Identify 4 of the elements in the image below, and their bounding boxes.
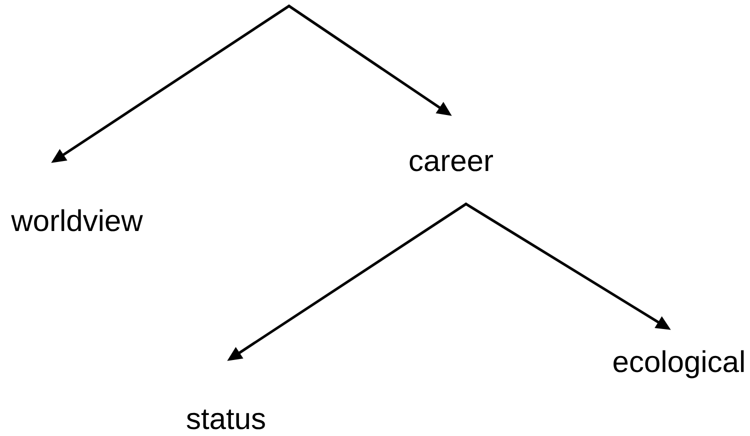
text-label: ecological [614, 350, 744, 378]
text-label: status [186, 410, 265, 430]
text-label: career [410, 154, 493, 172]
text-label: worldview [11, 209, 143, 232]
